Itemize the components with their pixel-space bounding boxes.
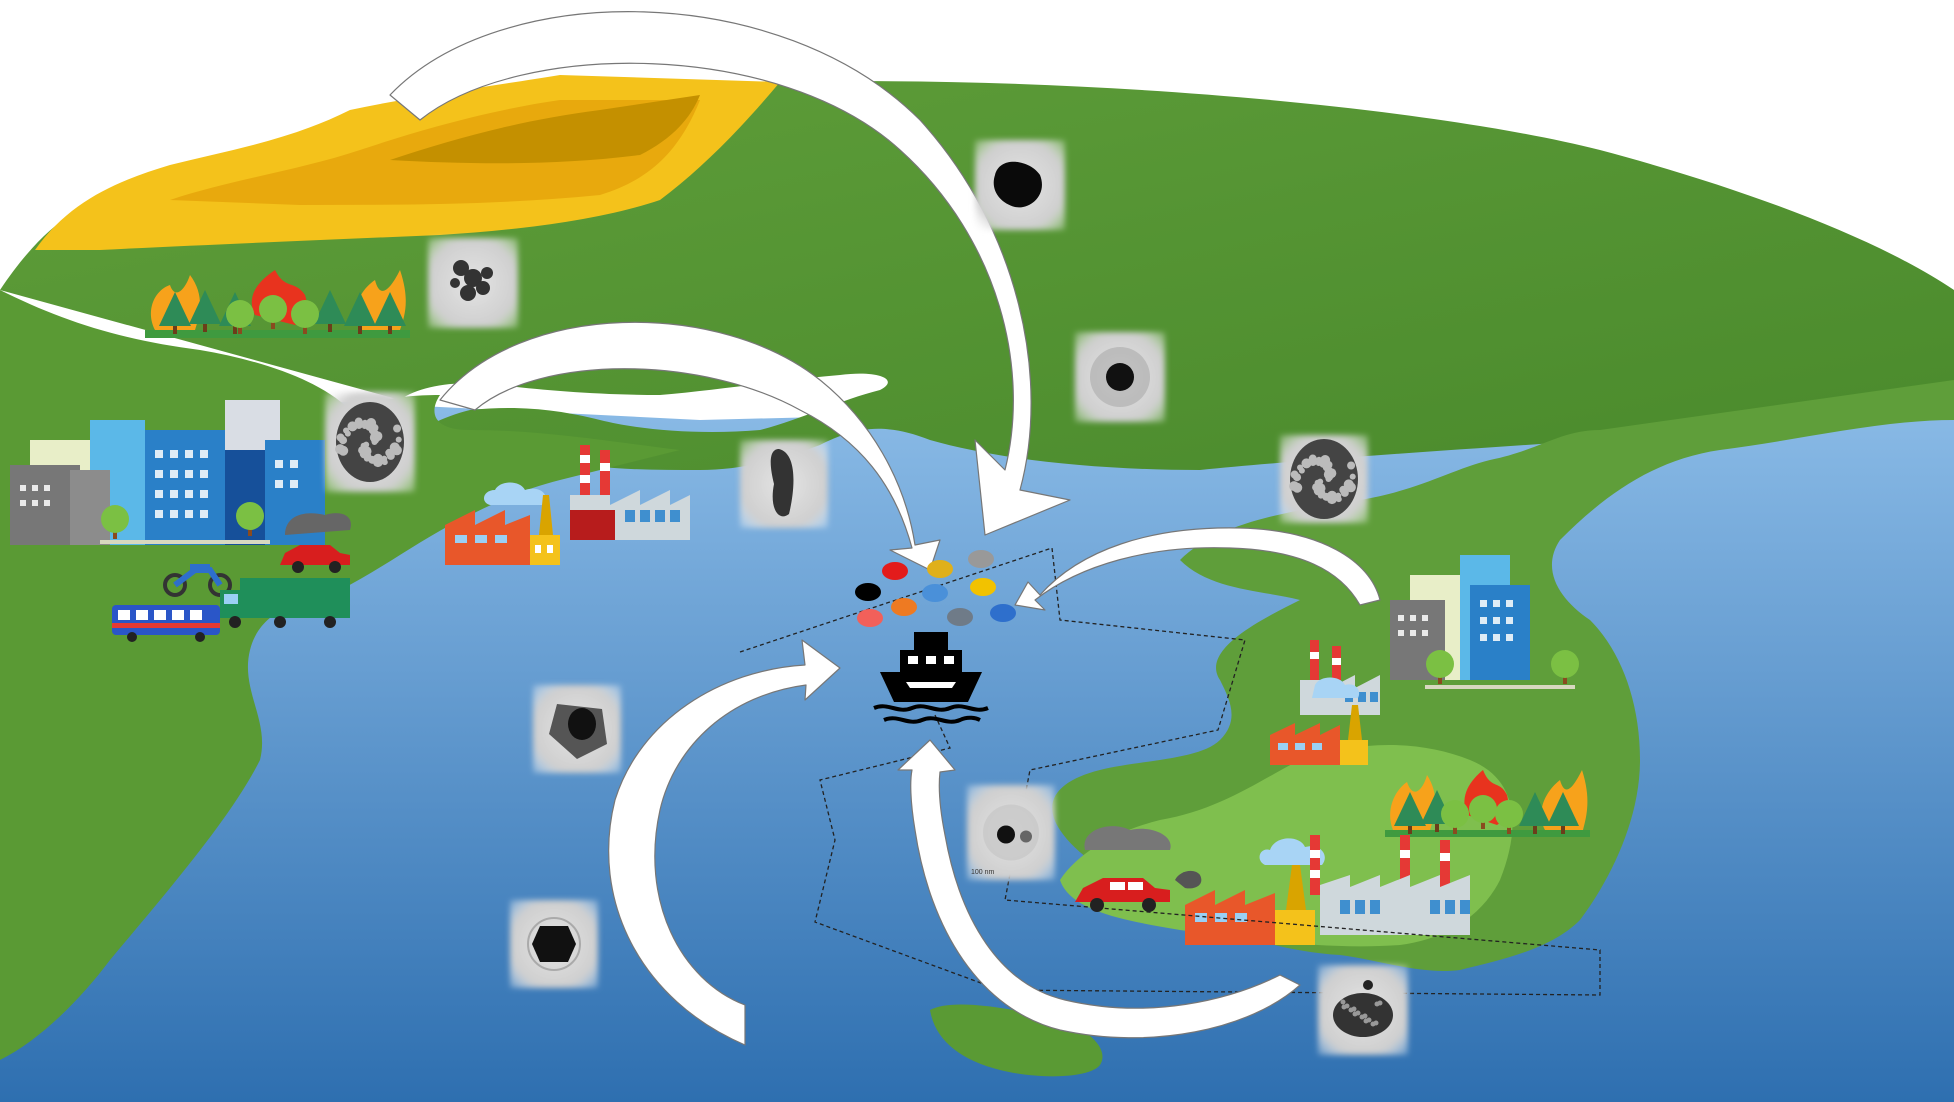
truck-icon [220,578,350,628]
car-icon [1075,826,1202,912]
factory-icon [445,482,560,565]
factory-icon [1185,835,1470,945]
particle-micrograph-icon [1318,965,1408,1055]
car-icon [280,513,351,573]
aerosol-particle-icon [947,608,973,626]
aerosol-particle-icon [970,578,996,596]
particle-micrograph-icon: 100 nm [967,785,1055,880]
particle-micrograph-icon [975,140,1065,230]
particle-micrographs: 100 nm [325,140,1408,1055]
arrow-city-to-ship [439,321,941,571]
aerosol-particle-icon [927,560,953,578]
arrow-southeast-to-ship [897,739,1301,1039]
particle-micrograph-icon [533,685,621,773]
forest-fire-icon [1385,770,1590,837]
particle-micrograph-icon [1280,435,1368,523]
bus-icon [112,605,220,642]
aerosol-particle-icon [857,609,883,627]
scale-bar-label: 100 nm [971,869,995,876]
aerosol-particle-icon [882,562,908,580]
particle-micrograph-icon [510,900,598,988]
arrow-desert-to-ship [389,11,1071,536]
arrow-east-to-ship [1014,527,1381,611]
city-buildings-icon [1390,555,1579,689]
aerosol-particle-icon [855,583,881,601]
forest-fire-icon [145,270,410,338]
aerosol-particle-icon [968,550,994,568]
factory-icon [1270,705,1368,765]
transport-arrows [389,11,1381,1046]
particle-micrograph-icon [428,238,518,328]
ship-icon [873,632,989,724]
particle-micrograph-icon [1075,332,1165,422]
city-buildings-icon [10,400,325,545]
flight-track-line [739,547,1601,996]
motorcycle-icon [163,564,232,597]
aerosol-particles [855,550,1016,627]
particle-micrograph-icon [325,392,415,492]
aerosol-particle-icon [922,584,948,602]
flight-track [739,547,1601,996]
factory-icon [570,445,690,540]
aerosol-particle-icon [990,604,1016,622]
factory-icon [1300,640,1380,715]
particle-micrograph-icon [740,440,828,528]
aerosol-particle-icon [891,598,917,616]
arrow-southwest-to-ship [608,639,841,1046]
desert-dunes-icon [35,75,780,250]
